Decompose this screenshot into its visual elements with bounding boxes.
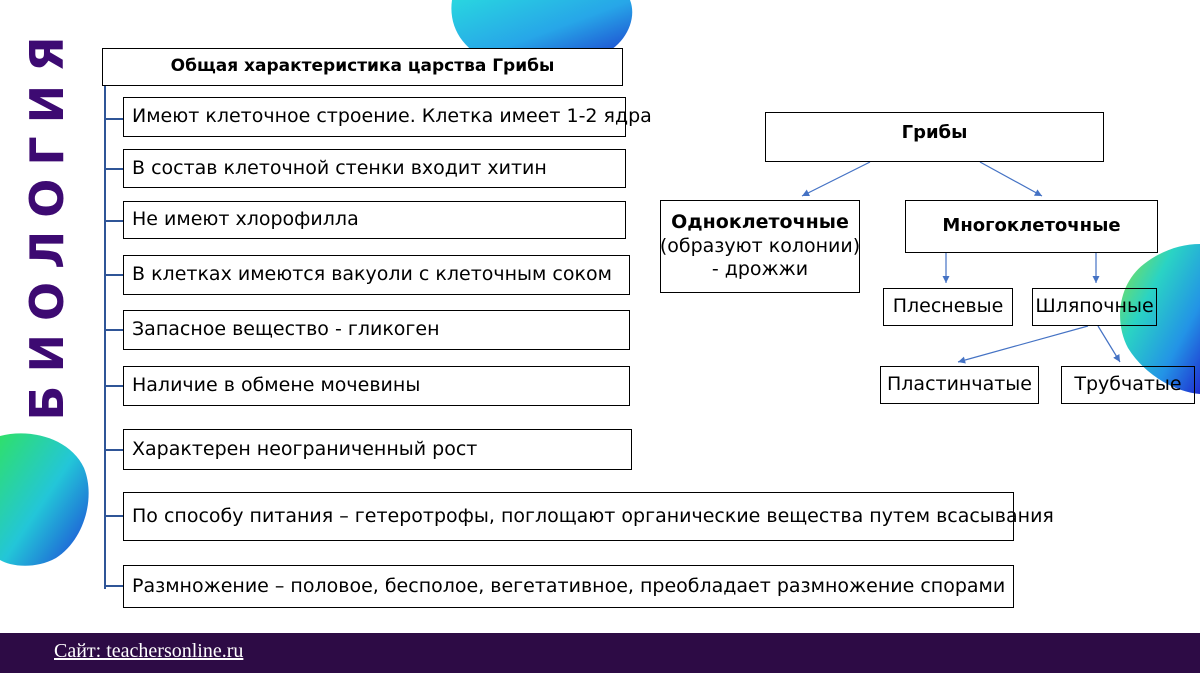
tree-connector-branch xyxy=(104,168,124,170)
characteristic-item: Не имеют хлорофилла xyxy=(123,201,626,239)
characteristic-item: Характерен неограниченный рост xyxy=(123,429,632,470)
characteristic-item: По способу питания – гетеротрофы, поглощ… xyxy=(123,492,1054,541)
characteristic-item: Имеют клеточное строение. Клетка имеет 1… xyxy=(123,97,652,137)
tree-connector-branch xyxy=(104,220,124,222)
characteristic-item: В состав клеточной стенки входит хитин xyxy=(123,149,626,188)
unicellular-example: - дрожжи xyxy=(711,258,809,281)
arrow-root-to-multicellular xyxy=(979,161,1043,197)
diagram-unicellular: Одноклеточные (образуют колонии) - дрожж… xyxy=(660,200,860,293)
tree-connector-vertical xyxy=(104,86,106,589)
unicellular-title: Одноклеточные xyxy=(671,210,849,233)
diagram-multicellular: Многоклеточные xyxy=(905,200,1158,253)
tree-connector-branch xyxy=(104,515,124,517)
footer-bar: Сайт: teachersonline.ru xyxy=(0,633,1200,673)
left-panel-title: Общая характеристика царства Грибы xyxy=(102,48,623,86)
diagram-moldy: Плесневые xyxy=(883,288,1013,326)
arrow-root-to-unicellular xyxy=(801,161,871,197)
characteristic-item: Запасное вещество - гликоген xyxy=(123,310,630,350)
decorative-blob-right xyxy=(1120,244,1200,394)
diagram-cap: Шляпочные xyxy=(1032,288,1157,326)
characteristic-item: Размножение – половое, бесполое, вегетат… xyxy=(123,565,1014,608)
tree-connector-branch xyxy=(104,329,124,331)
unicellular-note: (образуют колонии) xyxy=(659,234,861,257)
diagram-tubular: Трубчатые xyxy=(1061,366,1195,404)
tree-connector-branch xyxy=(104,385,124,387)
tree-connector-branch xyxy=(104,118,124,120)
diagram-root-fungi: Грибы xyxy=(765,112,1104,162)
characteristic-item: Наличие в обмене мочевины xyxy=(123,366,630,406)
tree-connector-branch xyxy=(104,585,124,587)
characteristic-item: В клетках имеются вакуоли с клеточным со… xyxy=(123,255,630,295)
arrow-cap-to-tubular xyxy=(1097,325,1121,363)
tree-connector-branch xyxy=(104,274,124,276)
diagram-lamellar: Пластинчатые xyxy=(880,366,1039,404)
footer-site-link[interactable]: Сайт: teachersonline.ru xyxy=(54,640,244,662)
arrow-cap-to-lamellar xyxy=(957,325,1089,364)
tree-connector-branch xyxy=(104,449,124,451)
decorative-blob-left xyxy=(0,433,89,566)
